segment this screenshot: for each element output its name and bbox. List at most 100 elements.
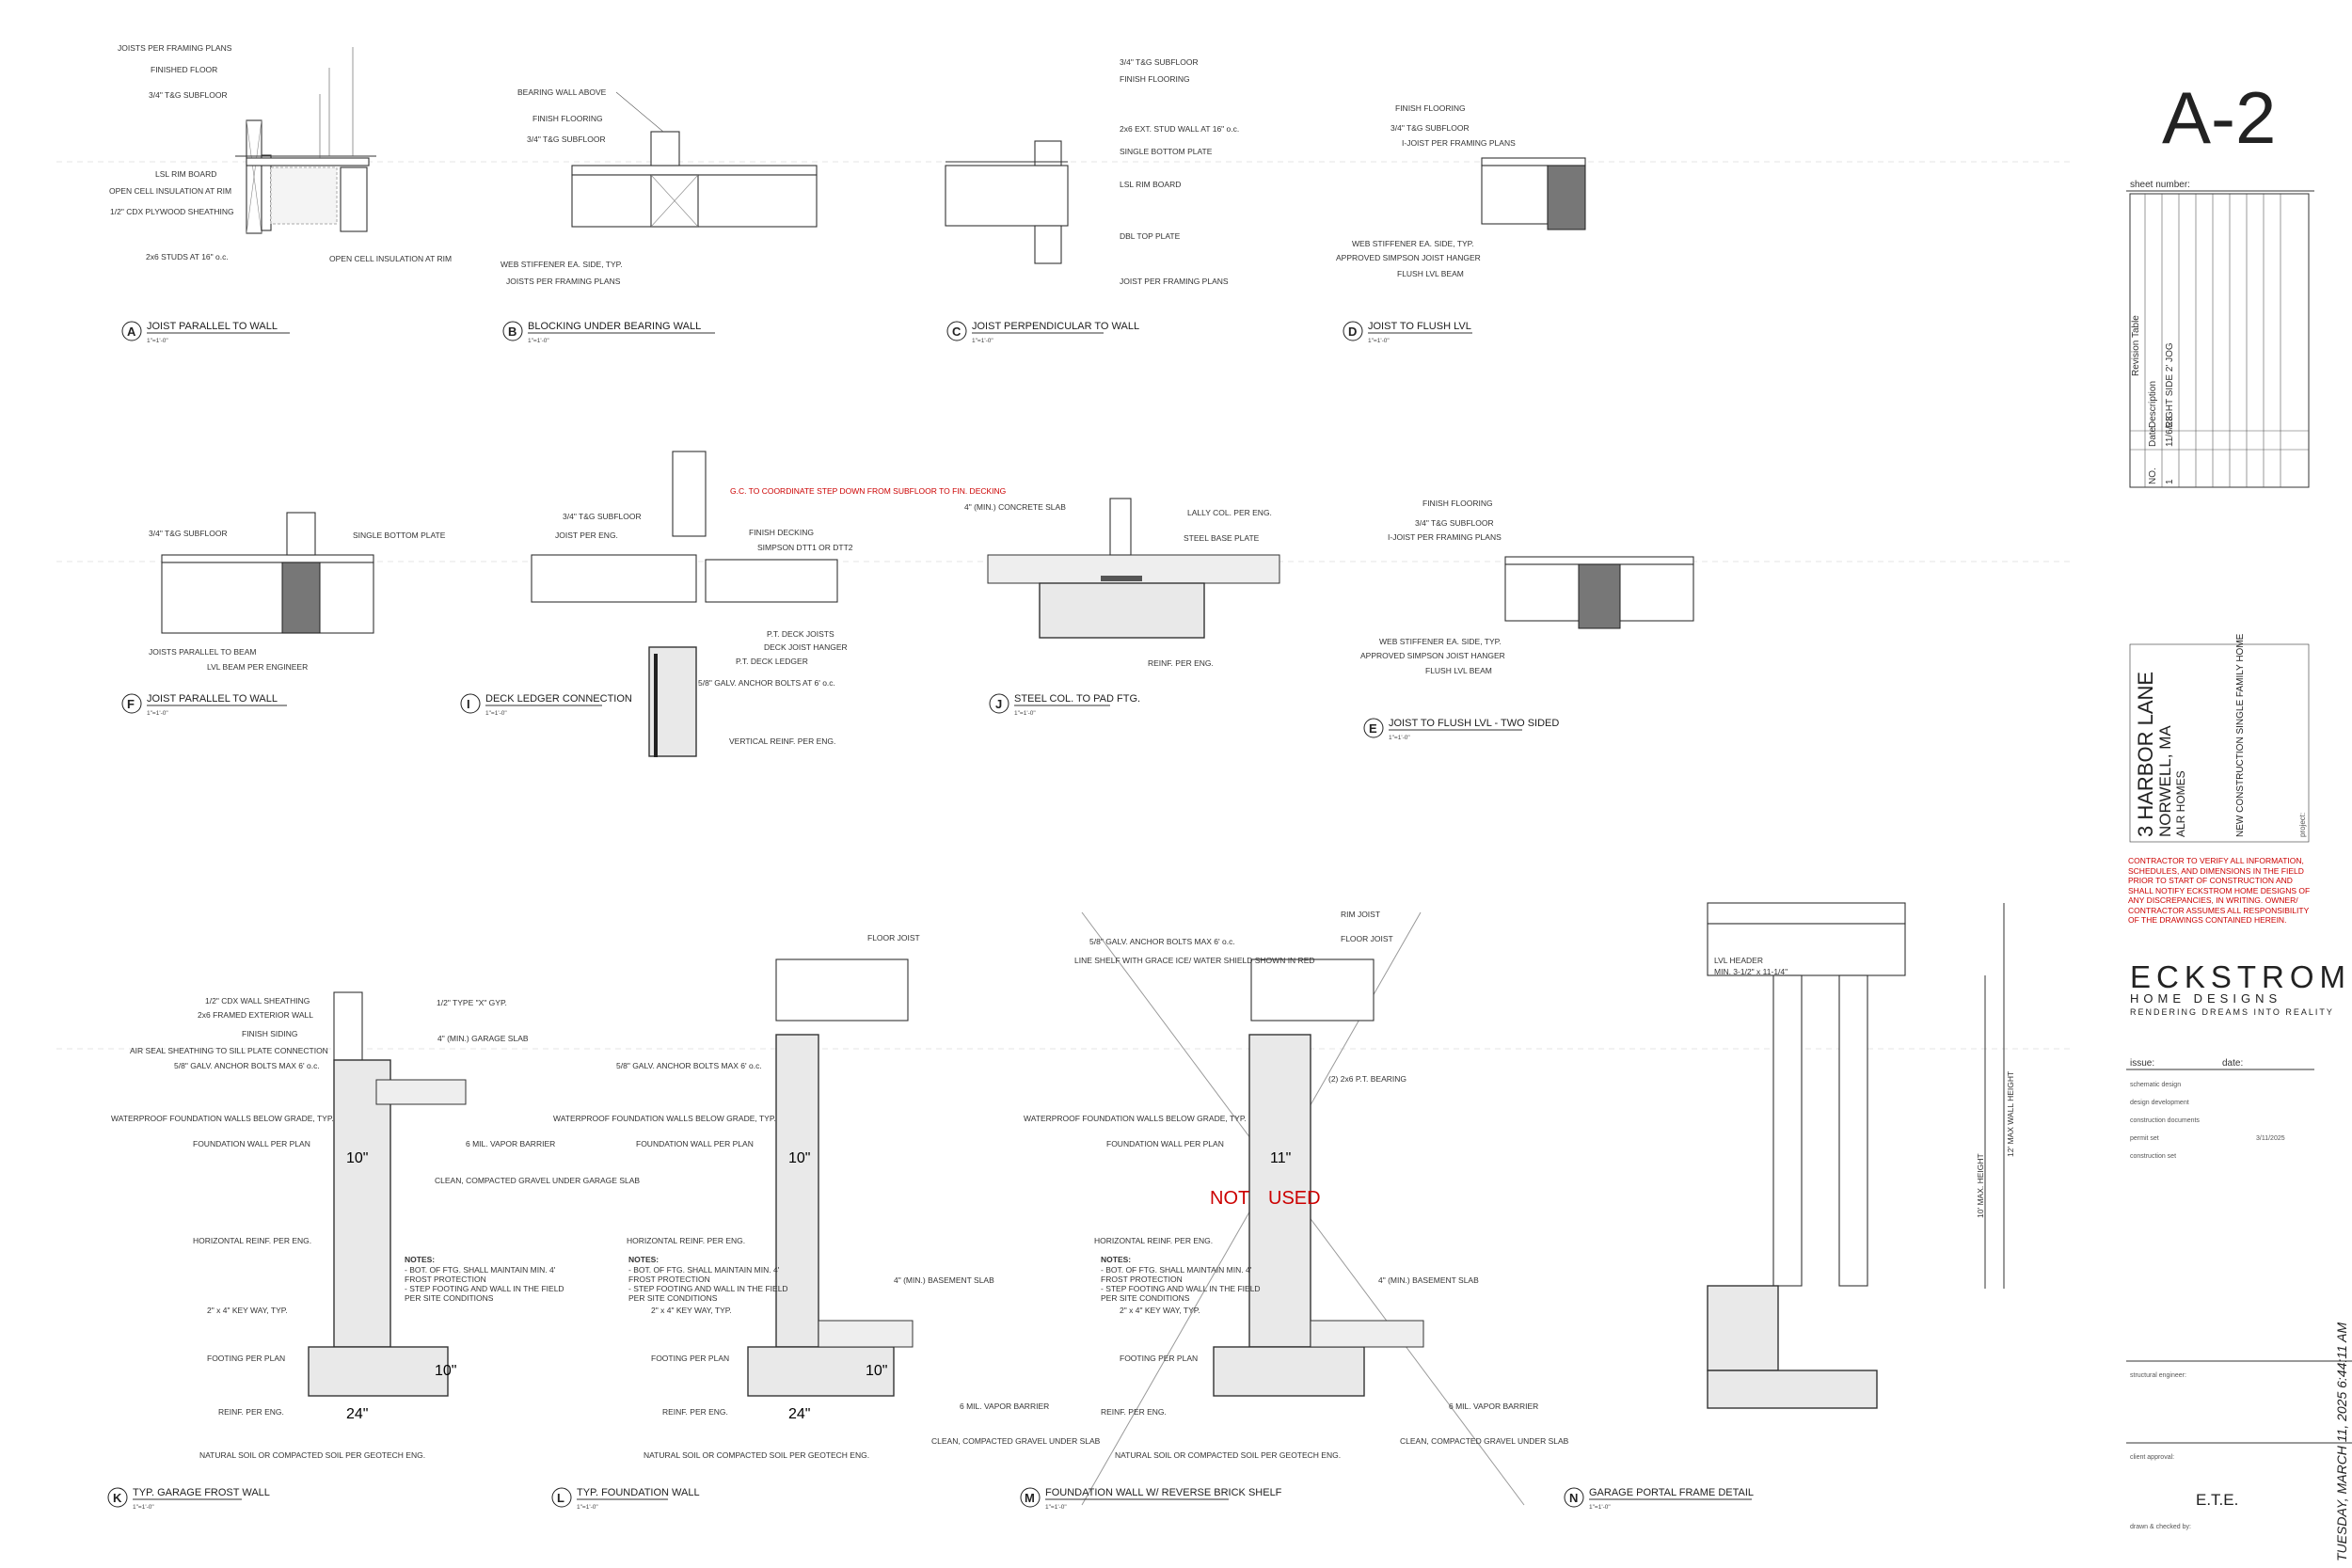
label-d-5: APPROVED SIMPSON JOIST HANGER xyxy=(1336,253,1481,262)
label-m-15: CLEAN, COMPACTED GRAVEL UNDER SLAB xyxy=(1400,1436,1569,1446)
label-d-3: I-JOIST PER FRAMING PLANS xyxy=(1402,138,1516,148)
label-a-5: OPEN CELL INSULATION AT RIM xyxy=(109,186,231,196)
detail-letter-a: A xyxy=(127,325,136,339)
notes-l-heading: NOTES: xyxy=(628,1255,659,1264)
label-c-4: SINGLE BOTTOM PLATE xyxy=(1120,147,1213,156)
dim-m-1: 11" xyxy=(1270,1150,1291,1166)
label-l-4: FOUNDATION WALL PER PLAN xyxy=(636,1139,754,1148)
detail-title-n: GARAGE PORTAL FRAME DETAIL xyxy=(1589,1487,1754,1498)
label-c-3: 2x6 EXT. STUD WALL AT 16" o.c. xyxy=(1120,124,1239,134)
client-approval-label: client approval: xyxy=(2130,1454,2174,1461)
label-k-11: REINF. PER ENG. xyxy=(218,1407,284,1417)
dim-k-3: 10" xyxy=(435,1363,456,1379)
detail-title-i: DECK LEDGER CONNECTION xyxy=(485,693,632,705)
issue-item-2: construction documents xyxy=(2130,1117,2200,1124)
notes-k-heading: NOTES: xyxy=(405,1255,435,1264)
label-l-5: HORIZONTAL REINF. PER ENG. xyxy=(627,1236,745,1245)
revision-row-description: RIGHT SIDE 2' JOG xyxy=(2165,342,2175,428)
detail-scale-d: 1"=1'-0" xyxy=(1368,338,1390,344)
detail-i: 3/4" T&G SUBFLOOR JOIST PER ENG. FINISH … xyxy=(460,451,1006,757)
revision-row-date: 11/6/23 xyxy=(2165,416,2175,447)
detail-scale-k: 1"=1'-0" xyxy=(133,1504,154,1511)
label-a-4: LSL RIM BOARD xyxy=(155,169,216,179)
issue-item-3-date: 3/11/2025 xyxy=(2256,1135,2285,1142)
detail-letter-b: B xyxy=(508,325,516,339)
detail-f: 3/4" T&G SUBFLOOR SINGLE BOTTOM PLATE JO… xyxy=(121,512,446,717)
label-k-16: CLEAN, COMPACTED GRAVEL UNDER GARAGE SLA… xyxy=(435,1176,640,1185)
revision-header-no: NO. xyxy=(2148,467,2158,484)
stamp-not: NOT xyxy=(1210,1188,1249,1209)
detail-title-m: FOUNDATION WALL W/ REVERSE BRICK SHELF xyxy=(1045,1487,1282,1498)
detail-title-k: TYP. GARAGE FROST WALL xyxy=(133,1487,270,1498)
label-m-8: HORIZONTAL REINF. PER ENG. xyxy=(1094,1236,1213,1245)
detail-scale-l: 1"=1'-0" xyxy=(577,1504,598,1511)
detail-letter-l: L xyxy=(557,1491,564,1505)
label-j-2: LALLY COL. PER ENG. xyxy=(1187,508,1272,517)
sheet-number-label: sheet number: xyxy=(2130,180,2190,190)
label-k-8: HORIZONTAL REINF. PER ENG. xyxy=(193,1236,311,1245)
stamp-used: USED xyxy=(1268,1188,1321,1209)
label-c-1: 3/4" T&G SUBFLOOR xyxy=(1120,57,1199,67)
detail-scale-c: 1"=1'-0" xyxy=(972,338,993,344)
notes-l-2: FROST PROTECTION xyxy=(628,1275,710,1284)
label-c-5: LSL RIM BOARD xyxy=(1120,180,1181,189)
label-l-8: REINF. PER ENG. xyxy=(662,1407,728,1417)
detail-l: FLOOR JOIST 5/8" GALV. ANCHOR BOLTS MAX … xyxy=(551,933,1101,1511)
dim-k-2: 24" xyxy=(346,1406,368,1422)
label-a-1: JOISTS PER FRAMING PLANS xyxy=(118,43,232,53)
notes-l-3: - STEP FOOTING AND WALL IN THE FIELD xyxy=(628,1284,788,1293)
project-label: project: xyxy=(2298,813,2307,837)
label-m-6: WATERPROOF FOUNDATION WALLS BELOW GRADE,… xyxy=(1024,1114,1247,1123)
detail-title-c: JOIST PERPENDICULAR TO WALL xyxy=(972,321,1139,332)
label-e-2: 3/4" T&G SUBFLOOR xyxy=(1415,518,1494,528)
label-i-3: FINISH DECKING xyxy=(749,528,814,537)
label-i-5: P.T. DECK JOISTS xyxy=(767,629,834,639)
label-i-1: 3/4" T&G SUBFLOOR xyxy=(563,512,642,521)
label-i-4: SIMPSON DTT1 OR DTT2 xyxy=(757,543,853,552)
label-k-14: 4" (MIN.) GARAGE SLAB xyxy=(437,1034,529,1043)
detail-scale-m: 1"=1'-0" xyxy=(1045,1504,1067,1511)
label-e-6: FLUSH LVL BEAM xyxy=(1425,666,1492,675)
detail-letter-c: C xyxy=(952,325,961,339)
detail-scale-e: 1"=1'-0" xyxy=(1389,735,1410,741)
notes-k-3: - STEP FOOTING AND WALL IN THE FIELD xyxy=(405,1284,564,1293)
detail-k: 1/2" CDX WALL SHEATHING 2x6 FRAMED EXTER… xyxy=(107,991,640,1511)
label-d-6: FLUSH LVL BEAM xyxy=(1397,269,1464,278)
label-e-5: APPROVED SIMPSON JOIST HANGER xyxy=(1360,651,1505,660)
detail-letter-d: D xyxy=(1348,325,1357,339)
project-city: NORWELL, MA xyxy=(2156,725,2174,837)
detail-scale-j: 1"=1'-0" xyxy=(1014,710,1036,717)
label-b-1: BEARING WALL ABOVE xyxy=(517,87,607,97)
label-k-1: 1/2" CDX WALL SHEATHING xyxy=(205,996,310,1006)
notes-k-2: FROST PROTECTION xyxy=(405,1275,486,1284)
label-j-1: 4" (MIN.) CONCRETE SLAB xyxy=(964,502,1066,512)
label-n-4: 10' MAX. HEIGHT xyxy=(1976,1153,1985,1218)
detail-c: 3/4" T&G SUBFLOOR FINISH FLOORING 2x6 EX… xyxy=(945,57,1239,344)
detail-title-a: JOIST PARALLEL TO WALL xyxy=(147,321,278,332)
label-b-5: JOISTS PER FRAMING PLANS xyxy=(506,277,621,286)
detail-e: FINISH FLOORING 3/4" T&G SUBFLOOR I-JOIS… xyxy=(1360,499,1694,741)
issue-item-4: construction set xyxy=(2130,1153,2176,1160)
revision-table-title: Revision Table xyxy=(2131,315,2141,376)
dim-l-3: 10" xyxy=(866,1363,887,1379)
label-k-13: 1/2" TYPE "X" GYP. xyxy=(437,998,507,1007)
detail-letter-e: E xyxy=(1369,721,1377,736)
label-m-13: 4" (MIN.) BASEMENT SLAB xyxy=(1378,1275,1479,1285)
label-l-6: 2" x 4" KEY WAY, TYP. xyxy=(651,1306,732,1315)
date-label: date: xyxy=(2222,1058,2243,1069)
issue-block: issue: date: schematic design design dev… xyxy=(2126,1058,2314,1160)
label-c-6: DBL TOP PLATE xyxy=(1120,231,1181,241)
notes-l-4: PER SITE CONDITIONS xyxy=(628,1293,718,1303)
notes-k-1: - BOT. OF FTG. SHALL MAINTAIN MIN. 4' xyxy=(405,1265,556,1275)
notes-k-4: PER SITE CONDITIONS xyxy=(405,1293,494,1303)
label-a-3: 3/4" T&G SUBFLOOR xyxy=(149,90,228,100)
dim-l-1: 10" xyxy=(788,1150,810,1166)
revision-header-description: Description xyxy=(2148,381,2158,428)
label-i-9: VERTICAL REINF. PER ENG. xyxy=(729,736,835,746)
detail-b: BEARING WALL ABOVE FINISH FLOORING 3/4" … xyxy=(501,87,818,344)
label-l-10: 4" (MIN.) BASEMENT SLAB xyxy=(894,1275,994,1285)
label-k-2: 2x6 FRAMED EXTERIOR WALL xyxy=(198,1010,313,1020)
issue-label: issue: xyxy=(2130,1058,2154,1069)
label-j-3: STEEL BASE PLATE xyxy=(1184,533,1260,543)
label-k-15: 6 MIL. VAPOR BARRIER xyxy=(466,1139,555,1148)
